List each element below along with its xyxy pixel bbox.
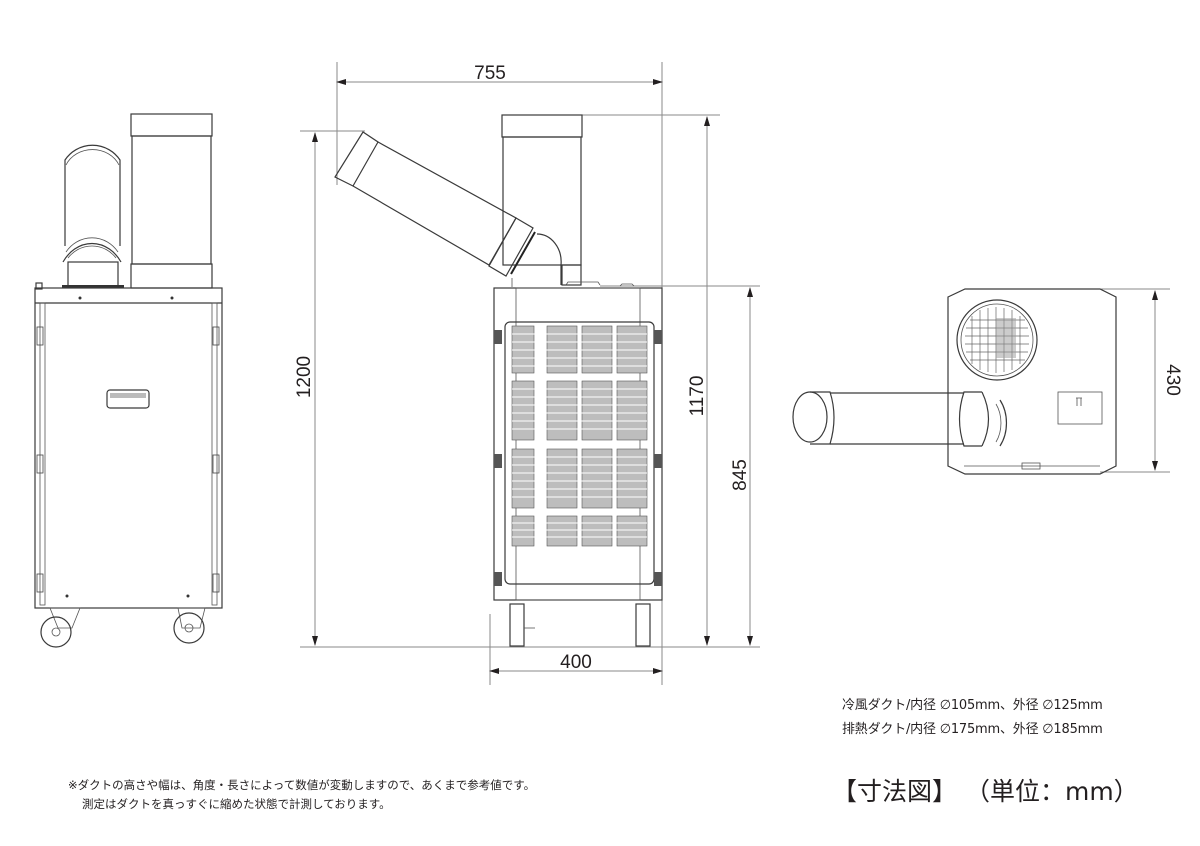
top-view: 430	[792, 288, 1183, 475]
cold-duct-spec: 冷風ダクト/内径 ∅105mm、外径 ∅125mm	[842, 698, 1103, 713]
footnote: ※ダクトの高さや幅は、角度・長さによって数値が変動しますので、あくまで参考値です…	[68, 776, 535, 814]
caster-right	[173, 607, 206, 644]
exhaust-duct-spec: 排熱ダクト/内径 ∅175mm、外径 ∅185mm	[842, 722, 1103, 737]
title-unit: （単位：mm）	[964, 777, 1139, 806]
caster-front-left	[509, 603, 535, 647]
drawing-title: 【寸法図】 （単位：mm）	[832, 772, 1139, 808]
cold-duct-front	[334, 131, 562, 287]
front-view: 755 1200 1170 845 400	[294, 62, 760, 685]
cold-duct-side	[62, 144, 124, 288]
unit-body-front	[493, 281, 663, 647]
side-view	[34, 113, 223, 648]
dim-1170: 1170	[687, 376, 708, 417]
caster-front-right	[635, 603, 651, 647]
footnote-line-1: ※ダクトの高さや幅は、角度・長さによって数値が変動しますので、あくまで参考値です…	[68, 778, 536, 792]
footnote-line-2: 測定はダクトを真っすぐに縮めた状態で計測しております。	[82, 797, 391, 811]
caster-left	[40, 607, 81, 648]
unit-body-side	[34, 282, 223, 648]
dim-430: 430	[1162, 364, 1183, 396]
unit-body-top	[947, 288, 1117, 475]
exhaust-duct-front	[501, 114, 583, 286]
dim-845: 845	[730, 459, 751, 491]
exhaust-duct-side	[130, 113, 213, 289]
dim-1200: 1200	[294, 356, 315, 398]
cold-duct-top	[792, 391, 1008, 447]
dim-755: 755	[474, 63, 506, 84]
dim-400: 400	[560, 652, 592, 673]
front-grille	[511, 325, 648, 547]
title-label: 【寸法図】	[832, 777, 958, 806]
